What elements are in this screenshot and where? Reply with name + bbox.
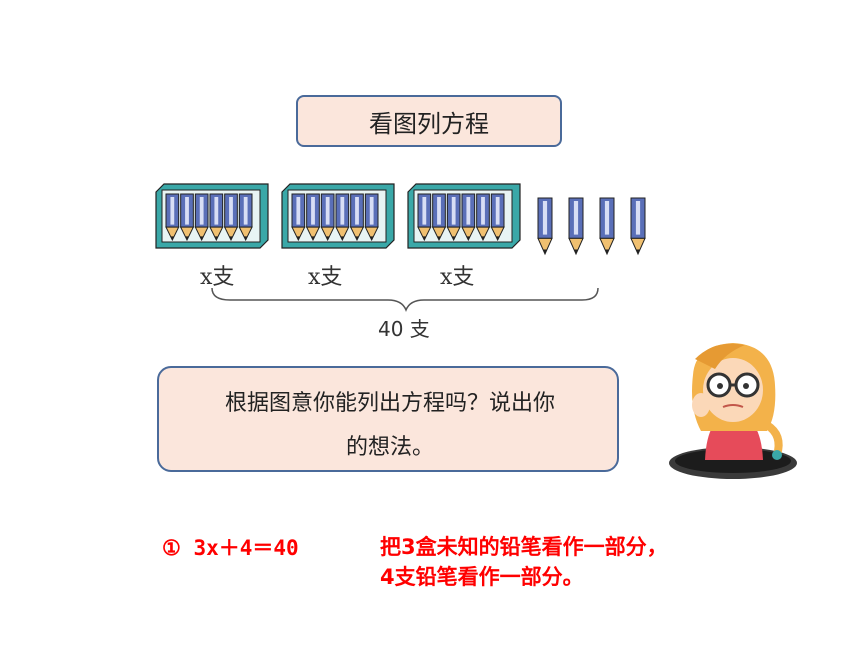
loose-pencil [630, 197, 646, 256]
answer-explanation-line-2: 4支铅笔看作一部分。 [380, 565, 584, 589]
boxed-pencil [165, 193, 180, 242]
boxed-pencil [305, 193, 321, 242]
boxed-pencil [179, 193, 195, 242]
brace [211, 287, 599, 313]
title-text: 看图列方程 [369, 109, 489, 138]
pencil-box-3 [407, 183, 521, 249]
question-box: 根据图意你能列出方程吗？说出你 的想法。 [157, 366, 619, 472]
pencil-box-2 [281, 183, 395, 249]
girl-illustration [669, 343, 797, 479]
total-label: 40 支 [378, 317, 430, 341]
answer-equation: ① 3x＋4＝40 [162, 536, 299, 560]
box-label-2: x支 [308, 265, 342, 290]
question-line-1: 根据图意你能列出方程吗？说出你 [224, 391, 555, 416]
pencil-box-1 [155, 183, 269, 249]
question-line-2: 的想法。 [345, 435, 434, 460]
boxed-pencil [446, 193, 461, 242]
boxed-pencil [223, 193, 239, 242]
boxed-pencil [291, 193, 306, 242]
pencil-figure: x支 x支 x支 40 支 [155, 183, 646, 341]
boxed-pencil [349, 193, 365, 242]
boxed-pencil [475, 193, 491, 242]
loose-pencil [568, 197, 584, 256]
box-label-3: x支 [440, 265, 474, 290]
boxed-pencil [461, 193, 476, 242]
loose-pencil [599, 197, 615, 256]
title-box: 看图列方程 [296, 95, 562, 147]
answer-explanation: 把3盒未知的铅笔看作一部分， 4支铅笔看作一部分。 [380, 532, 668, 592]
boxed-pencil [335, 193, 350, 242]
boxed-pencil [417, 193, 432, 242]
boxed-pencil [209, 193, 224, 242]
boxed-pencil [194, 193, 209, 242]
box-label-1: x支 [200, 265, 234, 290]
boxed-pencil [364, 193, 379, 242]
boxed-pencil [238, 193, 253, 242]
answer-explanation-line-1: 把3盒未知的铅笔看作一部分， [380, 535, 668, 559]
boxed-pencil [490, 193, 505, 242]
boxed-pencil [320, 193, 335, 242]
loose-pencil [537, 197, 553, 256]
boxed-pencil [431, 193, 447, 242]
